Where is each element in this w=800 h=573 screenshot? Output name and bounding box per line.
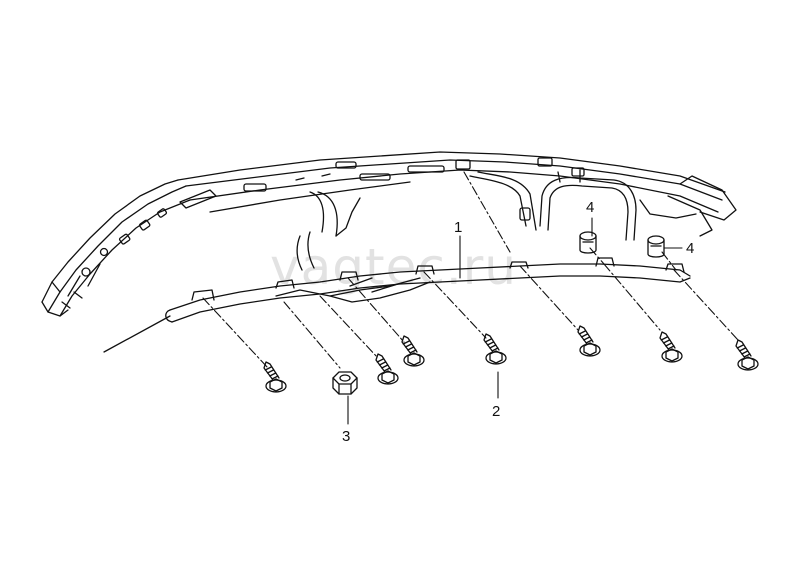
callout-2: 2 xyxy=(492,403,501,420)
callout-3: 3 xyxy=(342,428,351,445)
screw-6 xyxy=(659,331,683,363)
callout-4a: 4 xyxy=(586,199,595,216)
curtain-airbag-part-1 xyxy=(103,257,691,353)
screw-group xyxy=(263,325,759,393)
screw-2 xyxy=(375,353,399,385)
nut-part-3 xyxy=(332,371,358,395)
callout-leaders xyxy=(347,217,683,425)
screw-3 xyxy=(401,335,425,367)
clip-nut-part-4a xyxy=(579,231,597,254)
roof-frame-rail xyxy=(177,151,737,271)
screw-4 xyxy=(483,333,507,365)
screw-1 xyxy=(263,361,287,393)
screw-5 xyxy=(577,325,601,357)
callout-1: 1 xyxy=(454,219,463,236)
leader-lines xyxy=(202,171,739,369)
callout-4b: 4 xyxy=(686,240,695,257)
screw-7 xyxy=(735,339,759,371)
a-pillar-frame xyxy=(41,179,217,317)
clip-nut-part-4b xyxy=(647,235,665,258)
